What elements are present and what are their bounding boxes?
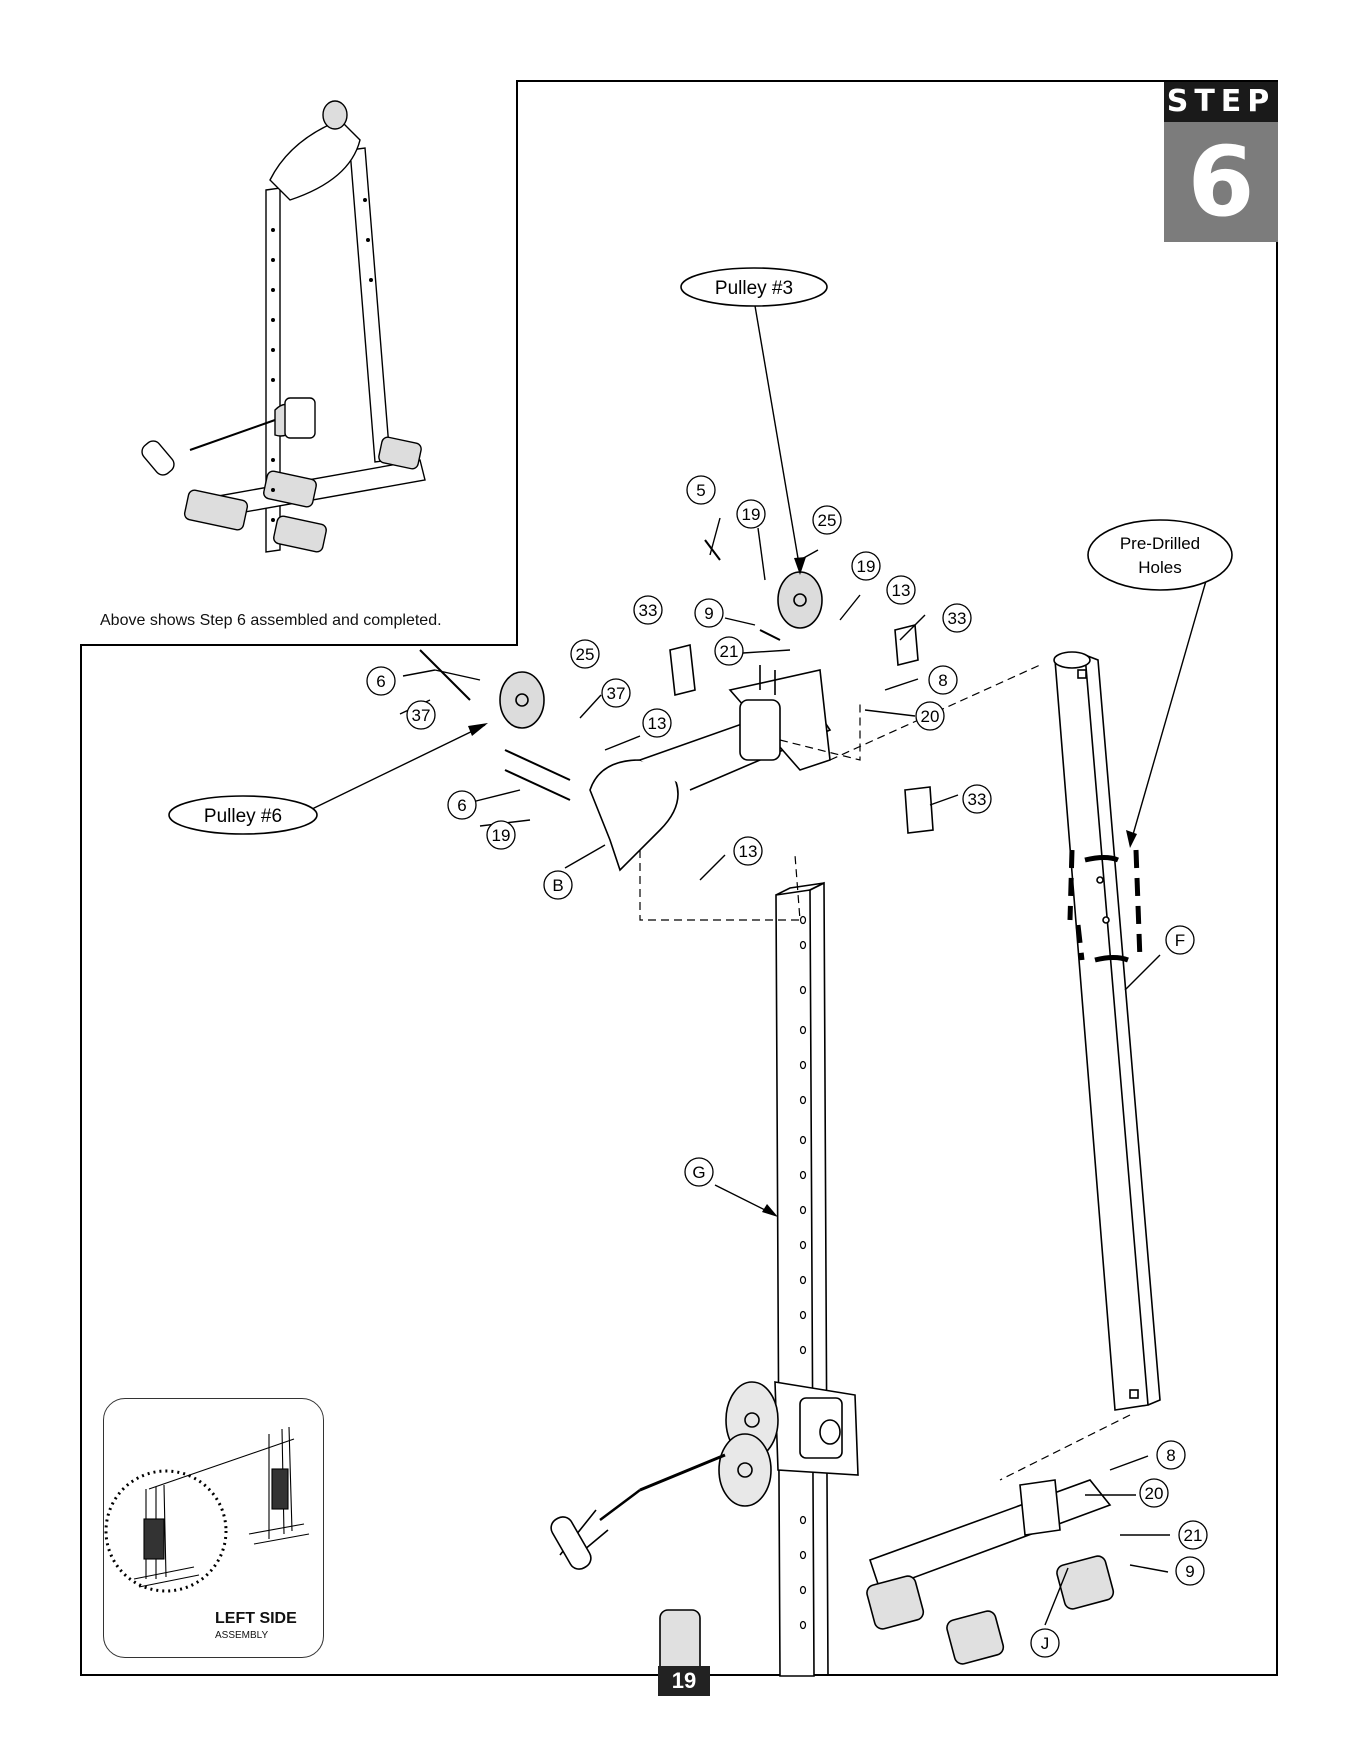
pulley3-label: Pulley #3	[715, 278, 793, 299]
predrilled-label-line1: Pre-Drilled	[1120, 534, 1200, 553]
end-cap-33	[905, 787, 933, 833]
part-label: 8	[1166, 1446, 1175, 1465]
part-label: 33	[968, 790, 987, 809]
part-label: J	[1041, 1634, 1050, 1653]
completed-assembly-drawing	[80, 80, 516, 620]
part-label: 6	[457, 796, 466, 815]
part-label: 33	[639, 601, 658, 620]
part-label: 9	[1185, 1562, 1194, 1581]
inset-caption: Above shows Step 6 assembled and complet…	[100, 612, 442, 630]
part-label: B	[552, 876, 563, 895]
part-label: 13	[648, 714, 667, 733]
part-label: 21	[1184, 1526, 1203, 1545]
left-side-subtitle: ASSEMBLY	[215, 1630, 268, 1641]
completed-assembly-inset	[80, 80, 518, 646]
part-label: 19	[742, 505, 761, 524]
part-label: 9	[704, 604, 713, 623]
end-cap-33	[670, 645, 695, 695]
part-label: 8	[938, 671, 947, 690]
part-label: 13	[739, 842, 758, 861]
tube-f	[1054, 652, 1160, 1410]
part-label: 37	[412, 706, 431, 725]
predrilled-callout-bubble	[1088, 520, 1232, 590]
left-side-title: LEFT SIDE	[215, 1610, 297, 1628]
part-label: 20	[1145, 1484, 1164, 1503]
end-cap-33	[895, 625, 918, 665]
part-label: F	[1175, 931, 1185, 950]
part-label: 5	[696, 481, 705, 500]
pulley-3	[778, 572, 822, 628]
part-label: 25	[576, 645, 595, 664]
part-label: 13	[892, 581, 911, 600]
step-number: 6	[1164, 122, 1278, 242]
upright-g	[776, 883, 828, 1676]
cable-handle	[547, 1455, 725, 1573]
part-label: 25	[818, 511, 837, 530]
part-label: 20	[921, 707, 940, 726]
part-label: G	[692, 1163, 705, 1182]
alignment-lines	[640, 665, 1130, 1480]
part-label: 33	[948, 609, 967, 628]
step-badge: STEP 6	[1164, 82, 1278, 242]
part-label: 19	[857, 557, 876, 576]
part-label: 6	[376, 672, 385, 691]
pulley-6	[500, 672, 544, 728]
part-label: 37	[607, 684, 626, 703]
page-number: 19	[658, 1666, 710, 1696]
step-word: STEP	[1164, 82, 1278, 122]
pulley6-label: Pulley #6	[204, 806, 282, 827]
predrilled-label-line2: Holes	[1138, 558, 1181, 577]
part-label: 19	[492, 826, 511, 845]
part-label: 21	[720, 642, 739, 661]
